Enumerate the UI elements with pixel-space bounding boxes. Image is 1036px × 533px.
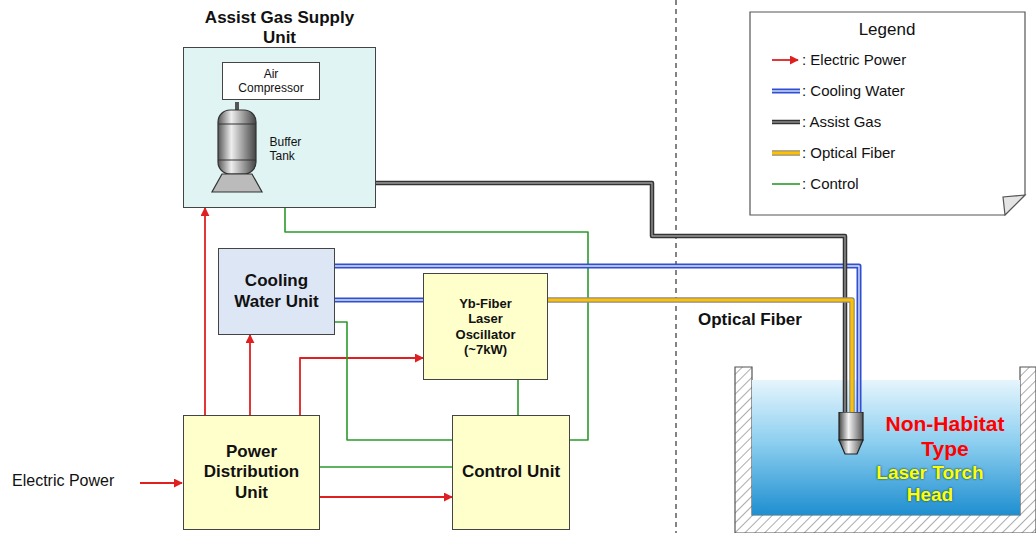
process-box: Control Unit <box>452 415 570 530</box>
optical-fiber <box>548 300 852 412</box>
node-label: Air Compressor <box>231 67 311 95</box>
connector-group <box>300 358 423 415</box>
power-line <box>320 496 452 498</box>
process-box: Air Compressor <box>222 62 320 100</box>
process-box: Cooling Water Unit <box>218 248 335 335</box>
edge-label: Optical Fiber <box>696 310 804 330</box>
connector-group <box>250 335 251 415</box>
basin-wall <box>735 367 1036 533</box>
process-box: Power Distribution Unit <box>183 415 320 530</box>
legend-sample <box>772 91 800 92</box>
legend-sample <box>772 184 800 185</box>
water <box>752 380 1020 515</box>
node-label: Cooling Water Unit <box>224 271 329 311</box>
power-line <box>249 335 251 415</box>
legend-text: : Assist Gas <box>802 113 881 130</box>
node-label: Control Unit <box>462 462 560 482</box>
process-box: Yb-Fiber Laser Oscillator (~7kW) <box>423 273 548 380</box>
legend-line <box>772 90 800 91</box>
legend-line <box>772 120 800 125</box>
legend-text: : Control <box>802 175 859 192</box>
node-label: Non-Habitat Type <box>870 412 1020 462</box>
legend-line <box>772 121 800 122</box>
line-detail <box>548 300 852 412</box>
cooling-pipe <box>335 266 859 412</box>
unit-group: Assist Gas Supply UnitAir CompressorBuff… <box>183 4 376 208</box>
connector-group <box>518 380 519 415</box>
node-label: Buffer Tank <box>270 135 320 163</box>
legend-sample <box>772 153 800 154</box>
node-label: Laser Torch Head <box>870 462 990 507</box>
connector-group <box>320 467 452 468</box>
legend-text: : Cooling Water <box>802 82 905 99</box>
connector-group <box>205 208 206 415</box>
control-line <box>517 380 519 415</box>
legend-sample <box>772 122 800 123</box>
connector-group <box>320 497 452 498</box>
legend-line <box>772 183 800 185</box>
legend-line <box>772 89 800 94</box>
connector-group <box>335 266 859 412</box>
connector-group <box>548 300 852 412</box>
tank: Buffer Tank <box>205 101 322 197</box>
line-detail <box>335 299 423 300</box>
power-line <box>204 208 206 415</box>
legend-text: : Optical Fiber <box>802 144 895 161</box>
legend-sample <box>772 60 798 61</box>
legend-text: : Electric Power <box>802 51 906 68</box>
torch-head-symbol <box>836 412 866 456</box>
torch-head-node: Non-Habitat TypeLaser Torch Head <box>836 412 1026 512</box>
control-line <box>320 466 452 468</box>
power-input-arrow <box>140 482 182 484</box>
legend-fold <box>1003 195 1025 215</box>
cooling-pipe <box>335 298 423 303</box>
connector-group <box>335 300 423 301</box>
legend-box <box>750 12 1025 215</box>
node-label: Power Distribution Unit <box>189 442 314 502</box>
legend-title: Legend <box>859 20 916 40</box>
power-line <box>300 358 423 415</box>
legend-line <box>772 59 798 61</box>
input-label: Electric Power <box>12 472 114 490</box>
buffer-tank-symbol <box>208 102 266 196</box>
line-detail <box>335 266 859 412</box>
legend-line <box>772 151 800 154</box>
legend-line <box>772 150 800 156</box>
unit-heading: Assist Gas Supply Unit <box>205 8 355 48</box>
node-label: Yb-Fiber Laser Oscillator (~7kW) <box>441 296 531 357</box>
